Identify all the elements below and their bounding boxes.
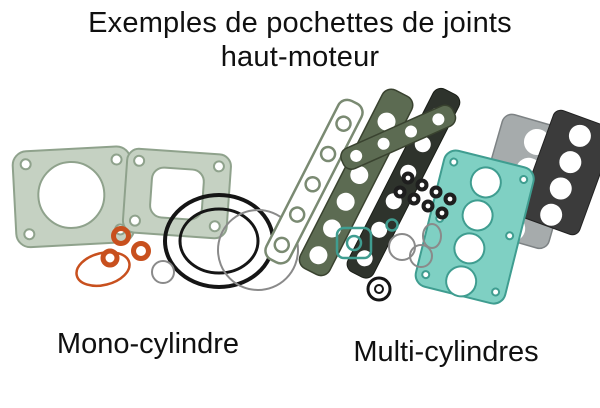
o-ring-thin — [422, 223, 442, 249]
small-gaskets-and-rings — [335, 218, 442, 302]
crossing-gasket — [340, 104, 457, 170]
grommet — [401, 171, 415, 185]
caption-mono-cylindre: Mono-cylindre — [56, 328, 240, 360]
o-ring-orange — [111, 226, 131, 246]
o-ring-black-small — [366, 276, 392, 302]
page-title: Exemples de pochettes de joints haut-mot… — [0, 6, 600, 74]
orange-o-rings — [75, 226, 151, 288]
o-ring-inner — [178, 207, 260, 275]
orange-oval-gasket — [75, 250, 131, 288]
valve-cover-gasket-outline — [264, 98, 364, 265]
cylinder-bore-hole — [445, 265, 478, 298]
o-ring-thin — [409, 244, 433, 268]
grommet — [415, 178, 429, 192]
o-ring-thin — [217, 209, 299, 291]
rubber-grommets — [393, 171, 457, 220]
grommet — [443, 192, 457, 206]
caption-multi-cylindres: Multi-cylindres — [353, 336, 539, 368]
grommet — [435, 206, 449, 220]
o-ring-thin — [388, 233, 416, 261]
grommet — [407, 192, 421, 206]
mono-cylinder-gasket-set — [11, 145, 299, 291]
small-teal-ring — [385, 218, 399, 232]
grommet — [429, 185, 443, 199]
cylinder-bore-hole — [453, 232, 486, 265]
o-ring-orange — [131, 241, 151, 261]
grommet — [393, 185, 407, 199]
title-line-2: haut-moteur — [220, 41, 380, 74]
cylinder-bore-hole — [461, 199, 494, 232]
multi-cylinder-gasket-set — [264, 87, 600, 305]
cylinder-bore-hole — [37, 160, 106, 229]
head-gasket-dark — [518, 109, 600, 236]
small-square-gasket — [335, 226, 373, 260]
head-gasket-4cyl-teal — [414, 149, 535, 305]
o-ring-small — [151, 260, 175, 284]
grommet — [421, 199, 435, 213]
title-line-1: Exemples de pochettes de joints — [88, 7, 512, 39]
cylinder-bore-hole — [469, 166, 502, 199]
